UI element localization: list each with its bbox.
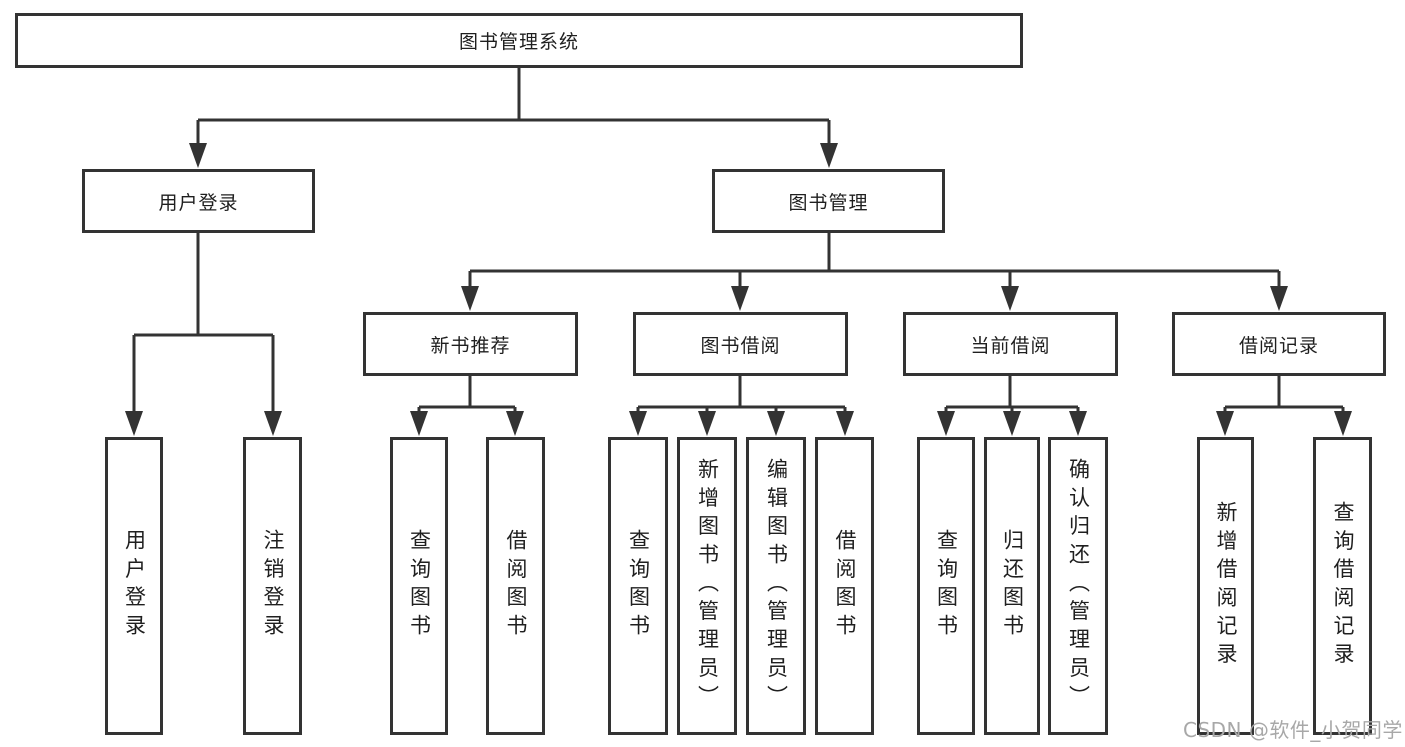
connector-book-mgmt-to-level3 xyxy=(468,233,1281,292)
node-book-management: 图书管理 xyxy=(712,169,945,233)
leaf-query-borrow-record: 查询借阅记录 xyxy=(1313,437,1372,735)
leaf-add-borrow-record: 新增借阅记录 xyxy=(1197,437,1254,735)
leaf-add-books-admin: 新增图书（管理员） xyxy=(677,437,737,735)
connector-book-borrow-to-leaves xyxy=(636,376,847,416)
leaf-query-books-recommend: 查询图书 xyxy=(390,437,448,735)
leaf-user-login: 用户登录 xyxy=(105,437,163,735)
leaf-return-books: 归还图书 xyxy=(984,437,1040,735)
leaf-confirm-return-admin: 确认归还（管理员） xyxy=(1048,437,1108,735)
node-library-management-system: 图书管理系统 xyxy=(15,13,1023,68)
connector-user-login-to-leaves xyxy=(132,233,275,416)
node-borrow-records: 借阅记录 xyxy=(1172,312,1386,376)
leaf-query-books-current: 查询图书 xyxy=(917,437,975,735)
connector-current-borrow-to-leaves xyxy=(944,376,1080,416)
node-book-borrow: 图书借阅 xyxy=(633,312,848,376)
connector-root-to-level2 xyxy=(196,68,831,147)
csdn-watermark: CSDN @软件_小贺同学 xyxy=(1183,718,1403,742)
leaf-logout: 注销登录 xyxy=(243,437,302,735)
leaf-borrow-books: 借阅图书 xyxy=(815,437,874,735)
node-current-borrow: 当前借阅 xyxy=(903,312,1118,376)
connector-new-books-to-leaves xyxy=(417,376,517,416)
node-new-book-recommend: 新书推荐 xyxy=(363,312,578,376)
arrowheads xyxy=(125,143,1352,436)
connector-borrow-records-to-leaves xyxy=(1223,376,1345,416)
node-user-login: 用户登录 xyxy=(82,169,315,233)
leaf-query-books-borrow: 查询图书 xyxy=(608,437,668,735)
leaf-edit-books-admin: 编辑图书（管理员） xyxy=(746,437,806,735)
leaf-borrow-books-recommend: 借阅图书 xyxy=(486,437,545,735)
